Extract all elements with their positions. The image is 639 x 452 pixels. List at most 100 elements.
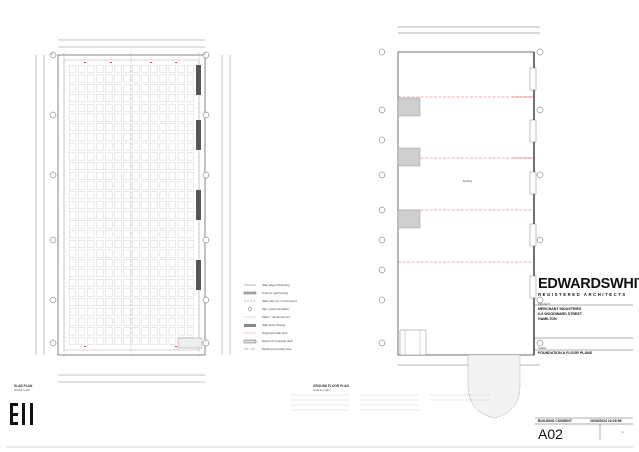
slab-pad <box>150 181 158 190</box>
slab-pad <box>187 317 194 326</box>
slab-pad <box>177 191 185 200</box>
slab-pad <box>87 74 95 83</box>
slab-pad <box>87 249 95 258</box>
slab-pad <box>177 220 185 229</box>
slab-pad <box>177 279 185 287</box>
slab-pad <box>187 162 194 170</box>
slab-pad <box>87 337 95 345</box>
slab-pad <box>87 65 95 73</box>
slab-pad <box>150 327 158 336</box>
edwardswhite-logo-mark <box>10 403 36 425</box>
slab-pad <box>187 240 194 248</box>
issue-date: 20/03/2024 16:26:56 <box>590 419 622 423</box>
notes-lines <box>290 394 490 411</box>
slab-pad <box>78 230 86 238</box>
slab-pad <box>96 201 104 209</box>
slab-pad <box>78 259 86 268</box>
slab-pad <box>123 288 131 297</box>
legend-item: Slab saw cut / control joint <box>262 299 297 303</box>
slab-pad <box>159 133 167 141</box>
slab-pad <box>168 220 176 229</box>
slab-pad <box>159 249 167 258</box>
slab-pad <box>132 103 140 112</box>
slab-pad <box>132 298 140 307</box>
slab-pad <box>177 317 185 326</box>
slab-pad <box>123 103 131 112</box>
slab-pad <box>141 113 149 122</box>
slab-pad <box>87 103 95 112</box>
legend-item: Proposed slab joint <box>262 331 288 335</box>
slab-pad <box>187 210 194 219</box>
slab-pad <box>87 191 95 200</box>
slab-pad <box>168 240 176 248</box>
slab-pad <box>150 103 158 112</box>
slab-pad <box>168 65 176 73</box>
slab-pad <box>96 327 104 336</box>
slab-pad <box>123 65 131 73</box>
slab-pad <box>114 84 122 93</box>
slab-pad <box>69 249 76 258</box>
slab-pad <box>187 308 194 316</box>
slab-pad <box>105 65 113 73</box>
slab-pad <box>159 123 167 131</box>
slab-pad <box>141 65 149 73</box>
slab-pad <box>168 337 176 345</box>
slab-pad <box>105 288 113 297</box>
slab-pad <box>132 142 140 151</box>
slab-pad <box>177 172 185 180</box>
slab-pad <box>87 113 95 122</box>
slab-pad <box>168 84 176 93</box>
slab-pad <box>132 133 140 141</box>
slab-pad <box>96 103 104 112</box>
slab-pad <box>105 103 113 112</box>
slab-pad <box>141 337 149 345</box>
slab-pad <box>69 172 76 180</box>
slab-pad <box>168 162 176 170</box>
slab-pad <box>177 142 185 151</box>
slab-pad <box>177 162 185 170</box>
slab-pad <box>78 308 86 316</box>
slab-pad <box>69 279 76 287</box>
slab-pad <box>105 74 113 83</box>
slab-pad <box>168 230 176 238</box>
slab-pad <box>114 103 122 112</box>
slab-pad <box>159 269 167 277</box>
slab-pad <box>78 337 86 345</box>
slab-pad <box>168 249 176 258</box>
slab-pad <box>123 259 131 268</box>
slab-pad <box>96 240 104 248</box>
slab-pad <box>177 133 185 141</box>
slab-pad <box>187 84 194 93</box>
slab-pad <box>96 74 104 83</box>
slab-pad <box>78 298 86 307</box>
slab-pad <box>132 220 140 229</box>
slab-pad <box>78 210 86 219</box>
slab-grid-bubbles <box>49 51 210 347</box>
slab-pad <box>69 210 76 219</box>
slab-pad <box>96 308 104 316</box>
slab-pad <box>123 152 131 161</box>
slab-pad <box>78 152 86 161</box>
slab-pad <box>141 133 149 141</box>
slab-pad <box>96 162 104 170</box>
slab-pad <box>150 123 158 131</box>
slab-pad <box>96 152 104 161</box>
gf-grid-bubbles <box>378 48 544 347</box>
slab-pad <box>168 191 176 200</box>
slab-pad <box>105 191 113 200</box>
slab-pad <box>78 103 86 112</box>
revision: A <box>622 431 624 434</box>
slab-pad <box>123 162 131 170</box>
slab-pad <box>177 74 185 83</box>
slab-pad <box>177 181 185 190</box>
slab-pad <box>150 172 158 180</box>
sheet-title: FOUNDATION & FLOOR PLANS <box>538 351 593 355</box>
slab-pad <box>114 123 122 131</box>
slab-pad <box>187 298 194 307</box>
slab-pad <box>132 317 140 326</box>
slab-pad <box>78 181 86 190</box>
legend-item: Column pad footing <box>262 291 289 295</box>
slab-pad <box>132 172 140 180</box>
brand-subtitle: REGISTERED ARCHITECTS <box>538 292 627 297</box>
